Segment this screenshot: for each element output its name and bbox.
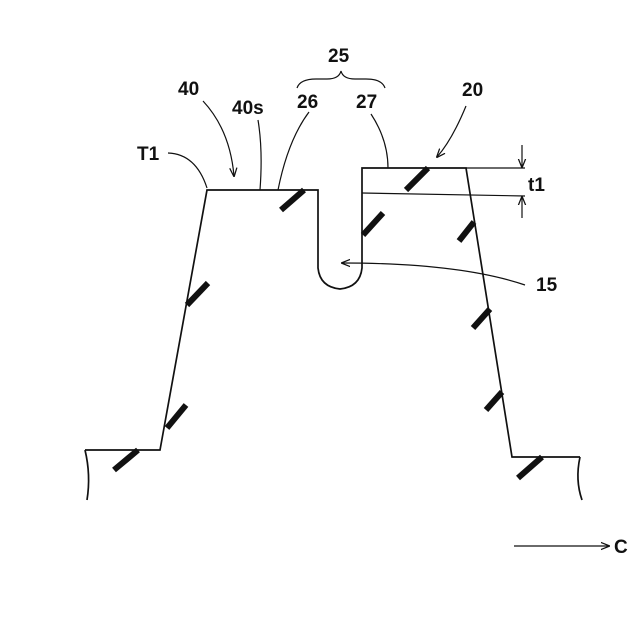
labels: 25 26 27 40 40s 20 T1 t1 15 C <box>137 46 628 558</box>
label-40s: 40s <box>232 98 264 119</box>
label-26: 26 <box>297 92 318 113</box>
groove-arrow <box>342 263 525 285</box>
left-sub-leader <box>278 112 309 190</box>
label-15: 15 <box>536 275 558 296</box>
profile-outline <box>85 168 582 500</box>
block-arrow <box>203 101 234 176</box>
leader-lines <box>168 71 609 546</box>
right-sub-leader <box>371 114 388 168</box>
label-t1: t1 <box>528 175 545 196</box>
hatch-marks <box>114 168 542 478</box>
label-40: 40 <box>178 79 199 100</box>
label-C: C <box>614 537 628 558</box>
step-top-arrow <box>437 106 466 157</box>
label-20: 20 <box>462 80 483 101</box>
label-27: 27 <box>356 92 377 113</box>
corner-leader <box>168 153 207 188</box>
block-surface-leader <box>258 120 261 190</box>
label-25: 25 <box>328 46 350 67</box>
group-brace <box>297 71 385 88</box>
label-T1: T1 <box>137 144 160 165</box>
